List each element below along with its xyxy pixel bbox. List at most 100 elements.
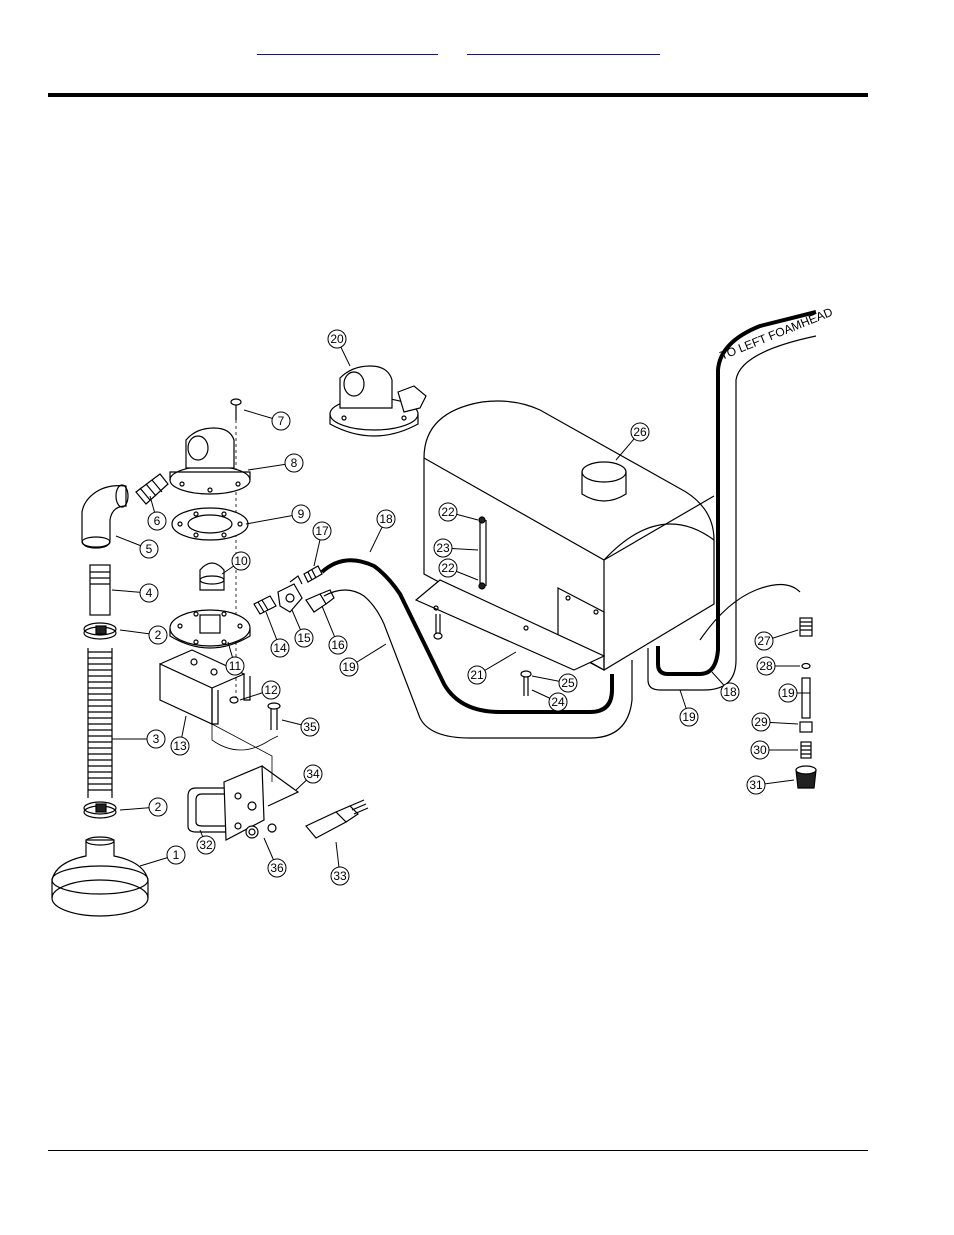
callout-number: 10 (234, 554, 248, 568)
callout-number: 16 (331, 638, 345, 652)
part-nut (229, 696, 239, 704)
part-fitting-14 (253, 595, 277, 615)
callout-number: 18 (379, 512, 393, 526)
callout-circle (170, 736, 190, 756)
nav-link-2[interactable] (467, 40, 660, 55)
callout-circle (750, 740, 770, 760)
callout-11: 11 (225, 641, 245, 676)
callout-circle (756, 656, 776, 676)
callout-circle (630, 422, 650, 442)
callout-number: 19 (342, 660, 356, 674)
callout-number: 19 (781, 686, 795, 700)
callout-2: 2 (119, 797, 168, 817)
callout-number: 31 (749, 778, 763, 792)
callout-36: 36 (263, 837, 287, 878)
part-pump-housing (169, 427, 251, 495)
callout-25: 25 (531, 673, 578, 693)
callout-number: 4 (146, 586, 153, 600)
callout-circle (548, 692, 568, 712)
callout-circle (271, 411, 291, 431)
callout-circle (328, 635, 348, 655)
callout-8: 8 (247, 453, 304, 473)
callout-circle (225, 656, 245, 676)
callout-18: 18 (711, 671, 740, 702)
callout-number: 22 (441, 561, 455, 575)
callout-number: 27 (757, 634, 771, 648)
callout-number: 34 (306, 767, 320, 781)
callout-number: 3 (153, 732, 160, 746)
part-corrugated-hose (87, 648, 113, 798)
callout-number: 29 (754, 715, 768, 729)
callout-number: 20 (330, 332, 344, 346)
callout-19: 19 (778, 683, 810, 703)
part-clamp-plate (223, 765, 300, 841)
callout-19: 19 (339, 643, 387, 677)
part-bolts (433, 614, 532, 696)
callout-24: 24 (531, 689, 568, 712)
callout-3: 3 (112, 729, 166, 749)
callout-30: 30 (750, 740, 798, 760)
part-nuts (245, 823, 277, 839)
callout-7: 7 (243, 409, 291, 431)
callout-1: 1 (139, 845, 186, 867)
header-rule (48, 93, 868, 97)
part-filter-assembly (795, 617, 817, 789)
callout-circle (720, 682, 740, 702)
part-sight-tube (478, 516, 487, 590)
callout-circle (438, 502, 458, 522)
callout-number: 13 (173, 739, 187, 753)
callout-number: 15 (297, 631, 311, 645)
callout-circle (147, 511, 167, 531)
callout-number: 24 (551, 695, 565, 709)
callout-circle (291, 504, 311, 524)
callout-number: 28 (759, 659, 773, 673)
route-label: TO LEFT FOAMHEAD (718, 305, 835, 363)
callout-31: 31 (746, 775, 795, 795)
callout-circle (327, 329, 347, 349)
callout-number: 26 (633, 425, 647, 439)
callout-circle (294, 628, 314, 648)
callout-13: 13 (170, 715, 190, 756)
callout-circle (467, 665, 487, 685)
callout-circle (148, 797, 168, 817)
hose-19 (323, 335, 817, 739)
callout-34: 34 (295, 764, 323, 791)
callout-26: 26 (615, 422, 650, 461)
callout-circle (746, 775, 766, 795)
callout-circle (270, 638, 290, 658)
callout-22: 22 (438, 558, 479, 581)
part-funnel (51, 836, 149, 917)
callout-circle (778, 683, 798, 703)
callout-number: 1 (173, 848, 180, 862)
part-foam-tank (423, 400, 715, 672)
callout-12: 12 (239, 680, 281, 701)
callout-circle (376, 509, 396, 529)
callout-number: 36 (270, 861, 284, 875)
callout-circle (166, 845, 186, 865)
callout-number: 9 (298, 507, 305, 521)
part-base-plate (169, 609, 251, 649)
callout-number: 6 (154, 514, 161, 528)
callout-17: 17 (312, 521, 332, 567)
callout-circle (679, 707, 699, 727)
callout-number: 33 (333, 869, 347, 883)
part-connector (305, 799, 369, 839)
callout-14: 14 (265, 611, 290, 658)
callout-20: 20 (327, 329, 351, 367)
callout-circle (139, 539, 159, 559)
callout-32: 32 (196, 829, 216, 855)
callout-circle (148, 625, 168, 645)
callout-33: 33 (330, 841, 350, 886)
callout-number: 23 (436, 541, 450, 555)
nav-link-1[interactable] (257, 40, 438, 55)
callout-circle (339, 657, 359, 677)
callout-circle (261, 680, 281, 700)
callout-9: 9 (245, 504, 311, 525)
callout-number: 5 (146, 542, 153, 556)
part-elbow (81, 484, 129, 549)
part-hose-clamp-lower (83, 801, 117, 819)
callout-circle (267, 858, 287, 878)
callout-27: 27 (754, 629, 799, 651)
callout-number: 8 (291, 456, 298, 470)
